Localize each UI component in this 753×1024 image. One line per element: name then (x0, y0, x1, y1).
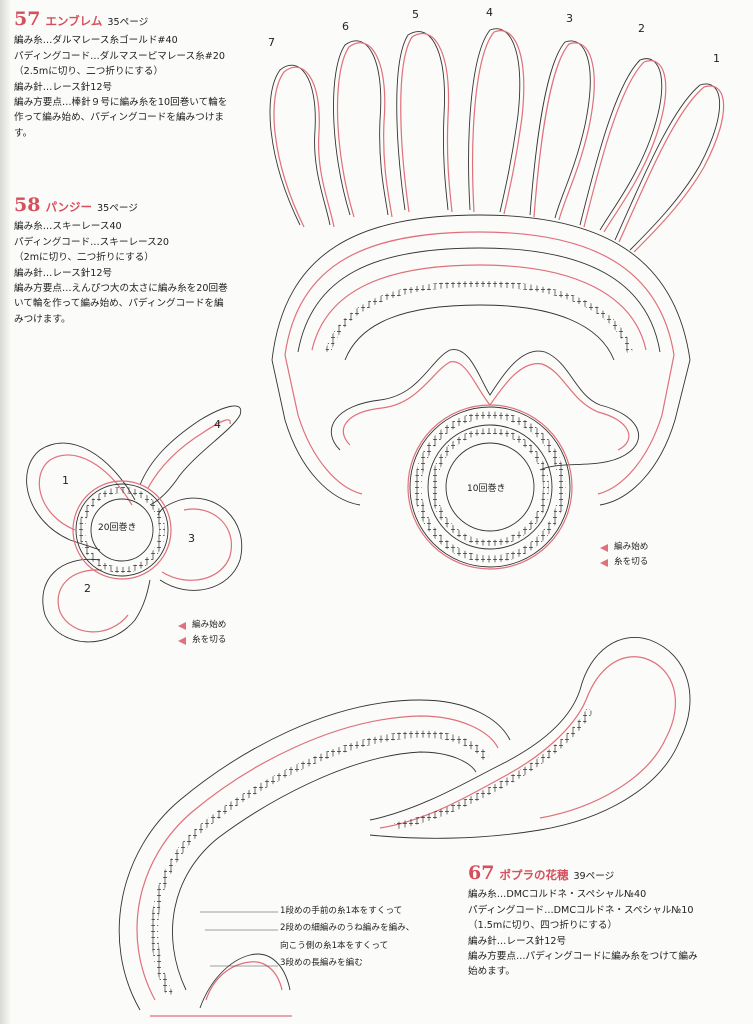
emblem-petal (468, 28, 525, 215)
emblem-petal (579, 58, 667, 233)
pansy-petal-number: 1 (62, 474, 69, 487)
emblem-chart (269, 28, 725, 570)
item-58-line: 編み方要点…えんぴつ大の太さに編み糸を20回巻 (14, 283, 228, 295)
start-arrow-icon (178, 621, 186, 630)
item-67-line: 編み針…レース針12号 (468, 935, 567, 947)
item-67-heading: 67 ポプラの花穂 39ページ (468, 862, 698, 884)
item-67-number: 67 (468, 862, 495, 884)
pansy-center-ring (72, 480, 172, 580)
item-67-line: 編み方要点…パディングコードに編み糸をつけて編み (468, 951, 698, 963)
emblem-center-label: 10回巻き (467, 484, 506, 494)
pansy-petal-number: 2 (84, 582, 91, 595)
item-67-page-ref: 39ページ (573, 871, 615, 882)
emblem-legend: 編み始め 糸を切る (600, 540, 648, 570)
legend-start-label: 編み始め (614, 542, 649, 552)
pansy-petal (139, 405, 242, 506)
item-57-line: 編み糸…ダルマレース糸ゴールド#40 (14, 35, 178, 47)
start-arrow-icon (600, 543, 608, 552)
item-58-text: 58 パンジー 35ページ 編み糸…スキーレース40 パディングコード…スキーレ… (14, 194, 228, 327)
legend-start: 編み始め (600, 540, 648, 555)
poplar-callout-line: 向こう側の糸1本をすくって (280, 940, 389, 951)
item-67-text: 67 ポプラの花穂 39ページ 編み糸…DMCコルドネ・スペシャル№40 パディ… (468, 862, 698, 980)
pansy-petal (157, 497, 243, 591)
pansy-chart (26, 405, 243, 643)
pansy-legend: 編み始め 糸を切る (178, 618, 226, 648)
item-67-line: パディングコード…DMCコルドネ・スペシャル№10 (468, 904, 694, 916)
legend-cut: 糸を切る (600, 555, 648, 570)
emblem-petal-number: 3 (566, 12, 573, 25)
cut-arrow-icon (600, 558, 608, 567)
emblem-petal (269, 64, 335, 228)
item-57-line: 編み方要点…棒針９号に編み糸を10回巻いて輪を (14, 97, 228, 109)
item-67-line: 編み糸…DMCコルドネ・スペシャル№40 (468, 889, 647, 901)
emblem-petal (614, 83, 725, 253)
item-58-line: みつけます。 (14, 313, 71, 325)
poplar-body (118, 699, 511, 1017)
pansy-petal-number: 3 (188, 532, 195, 545)
legend-cut-label: 糸を切る (192, 635, 227, 645)
emblem-petal-number: 6 (342, 20, 349, 33)
item-57-line: 編み針…レース針12号 (14, 81, 113, 93)
emblem-fan (271, 214, 691, 506)
item-57-number: 57 (14, 8, 41, 30)
emblem-petal-number: 2 (638, 22, 645, 35)
pansy-petal (42, 558, 151, 643)
item-58-line: パディングコード…スキーレース20 (14, 236, 169, 248)
item-58-line: 編み針…レース針12号 (14, 267, 113, 279)
item-57-line: す。 (14, 127, 33, 139)
emblem-petal-number: 5 (412, 8, 419, 21)
poplar-callout-leaders (200, 911, 278, 967)
item-57-line: 作って編み始め、パディングコードを編みつけま (14, 112, 224, 124)
poplar-tip (369, 637, 691, 839)
poplar-callout-line: 3段めの長編みを編む (280, 957, 363, 968)
legend-start-label: 編み始め (192, 620, 227, 630)
item-58-line: （2mに切り、二つ折りにする） (14, 252, 154, 264)
emblem-petal-number: 1 (713, 52, 720, 65)
pansy-center-label: 20回巻き (98, 523, 137, 533)
item-57-page-ref: 35ページ (107, 17, 149, 28)
item-57-line: （2.5mに切り、二つ折りにする） (14, 66, 164, 78)
poplar-chart (118, 637, 691, 1017)
item-67-line: （1.5mに切り、四つ折りにする） (468, 920, 618, 932)
item-58-line: いて輪を作って編み始め、パディングコードを編 (14, 298, 224, 310)
emblem-petal (333, 40, 393, 218)
emblem-leaf (330, 349, 639, 471)
item-58-number: 58 (14, 194, 41, 216)
item-57-text: 57 エンブレム 35ページ 編み糸…ダルマレース糸ゴールド#40 パディングコ… (14, 8, 228, 141)
poplar-callout-line: 2段めの細編みのうね編みを編み、 (280, 923, 415, 934)
legend-cut: 糸を切る (178, 633, 226, 648)
emblem-petal-number: 4 (486, 6, 493, 19)
item-58-title: パンジー (45, 200, 93, 214)
item-58-line: 編み糸…スキーレース40 (14, 221, 122, 233)
emblem-petal-number: 7 (268, 36, 275, 49)
item-67-title: ポプラの花穂 (499, 868, 569, 882)
emblem-petal (529, 40, 595, 221)
binding-gutter (0, 0, 10, 1024)
item-57-title: エンブレム (45, 14, 103, 28)
poplar-callouts: 1段めの手前の糸1本をすくって 2段めの細編みのうね編みを編み、 向こう側の糸1… (280, 903, 414, 972)
cut-arrow-icon (178, 636, 186, 645)
item-67-line: 始めます。 (468, 966, 516, 978)
item-57-line: パディングコード…ダルマスーピマレース糸#20 (14, 50, 225, 62)
poplar-callout-line: 1段めの手前の糸1本をすくって (280, 906, 403, 916)
emblem-center-ring (407, 404, 573, 570)
legend-start: 編み始め (178, 618, 226, 633)
item-58-page-ref: 35ページ (97, 203, 138, 214)
legend-cut-label: 糸を切る (614, 557, 649, 567)
item-57-heading: 57 エンブレム 35ページ (14, 8, 227, 30)
item-58-heading: 58 パンジー 35ページ (14, 194, 228, 216)
emblem-petal (396, 31, 453, 213)
pansy-petal-number: 4 (214, 418, 221, 431)
